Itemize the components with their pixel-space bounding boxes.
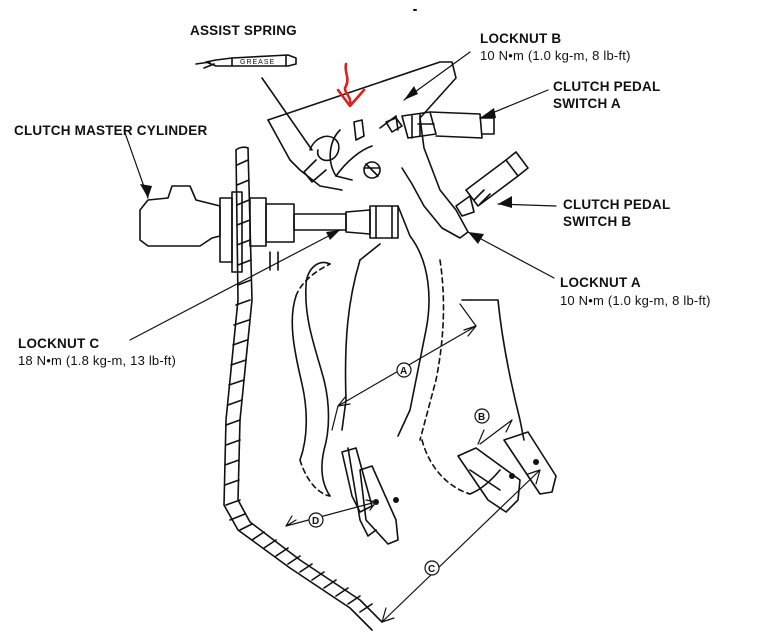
dimension-a-marker: A: [396, 362, 412, 378]
locknut-a-label: LOCKNUT A: [560, 275, 641, 290]
clutch-pedal-switch-b: [455, 151, 529, 217]
firewall-panel: [223, 146, 383, 631]
switch-a-label-line1: CLUTCH PEDAL: [553, 79, 661, 94]
switch-a-label-line2: SWITCH A: [553, 96, 621, 111]
clutch-pedal-switch-a: [385, 111, 495, 139]
clutch-master-cylinder: [139, 185, 347, 273]
assist-spring-label: ASSIST SPRING: [190, 23, 297, 38]
switch-b-label-line2: SWITCH B: [563, 214, 632, 229]
clutch-pedal-pad: [341, 447, 399, 545]
brake-pedal-pad: [457, 431, 557, 513]
master-cylinder-label: CLUTCH MASTER CYLINDER: [14, 123, 208, 138]
dimension-d-letter: D: [312, 516, 319, 527]
dimension-lines: [285, 303, 541, 623]
dimension-c-marker: C: [424, 560, 440, 576]
clutch-pedal-arm: [291, 205, 430, 497]
pedal-bracket: [267, 61, 469, 239]
locknut-c-label: LOCKNUT C: [18, 336, 100, 351]
locknut-c-torque: 18 N•m (1.8 kg-m, 13 lb-ft): [18, 353, 177, 368]
pushrod-clevis: [345, 205, 399, 239]
dimension-b-marker: B: [474, 408, 490, 424]
assist-spring-callout: [195, 54, 313, 151]
brake-pedal-arm: [419, 259, 525, 495]
dimension-a-letter: A: [400, 366, 407, 377]
dimension-markers: A B C D: [308, 362, 490, 576]
measurement-points: [373, 459, 539, 505]
dimension-d-marker: D: [308, 512, 324, 528]
grease-label: GREASE: [240, 59, 275, 66]
locknut-b-torque: 10 N•m (1.0 kg-m, 8 lb-ft): [480, 48, 631, 63]
dimension-b-letter: B: [478, 412, 485, 423]
dimension-c-letter: C: [428, 564, 435, 575]
locknut-b-label: LOCKNUT B: [480, 31, 562, 46]
red-annotation-arrow: [336, 62, 366, 108]
leader-arrowheads: [140, 86, 512, 244]
switch-b-label-line1: CLUTCH PEDAL: [563, 197, 671, 212]
locknut-a-torque: 10 N•m (1.0 kg-m, 8 lb-ft): [560, 293, 711, 308]
